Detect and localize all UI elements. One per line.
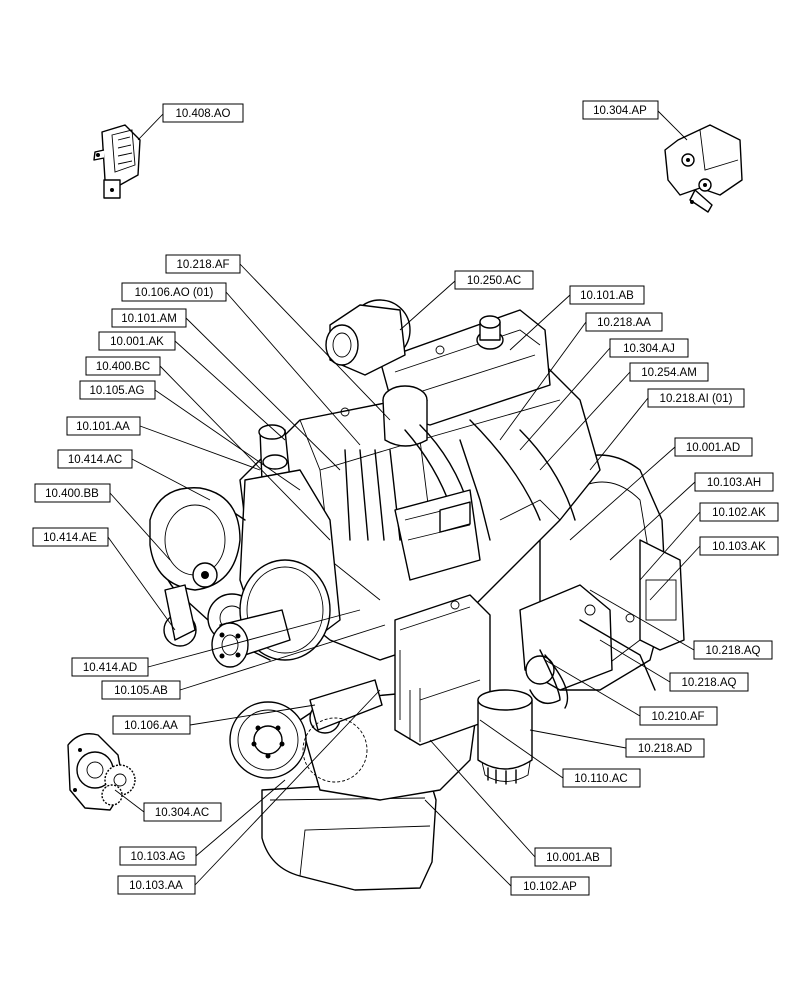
svg-text:10.210.AF: 10.210.AF [651,711,704,723]
callout-label: 10.408.AO [162,103,244,123]
callout-label: 10.218.AI (01) [647,388,745,408]
callout-label: 10.304.AP [582,100,659,120]
callout-label: 10.414.AD [71,657,149,677]
svg-text:10.218.AQ: 10.218.AQ [706,645,761,657]
svg-text:10.414.AD: 10.414.AD [83,662,137,674]
svg-text:10.105.AB: 10.105.AB [114,685,168,697]
callout-label: 10.218.AF [165,254,241,274]
svg-text:10.001.AD: 10.001.AD [686,442,740,454]
svg-text:10.218.AQ: 10.218.AQ [682,677,737,689]
callout-label: 10.001.AB [534,847,612,867]
svg-text:10.001.AB: 10.001.AB [546,852,600,864]
callout-label: 10.400.BB [34,483,111,503]
sensor-detail [93,124,141,199]
callout-label: 10.101.AA [66,416,141,436]
svg-text:10.102.AP: 10.102.AP [523,881,577,893]
callout-labels: 10.408.AO 10.304.AP 10.218.AF 10.250.AC … [32,100,779,896]
svg-text:10.304.AC: 10.304.AC [155,807,209,819]
callout-label: 10.105.AG [79,380,156,400]
svg-text:10.414.AE: 10.414.AE [43,532,97,544]
callout-label: 10.110.AC [562,768,641,788]
svg-text:10.101.AB: 10.101.AB [580,290,634,302]
svg-text:10.103.AH: 10.103.AH [707,477,761,489]
svg-text:10.218.AI (01): 10.218.AI (01) [660,393,733,405]
callout-label: 10.103.AA [117,875,196,895]
callout-label: 10.103.AG [119,846,197,866]
callout-label: 10.001.AK [98,331,176,351]
svg-text:10.105.AG: 10.105.AG [90,385,145,397]
svg-text:10.218.AF: 10.218.AF [176,259,229,271]
svg-text:10.254.AM: 10.254.AM [641,367,697,379]
callout-label: 10.103.AH [694,472,774,492]
callout-label: 10.001.AD [674,437,753,457]
svg-text:10.001.AK: 10.001.AK [110,336,164,348]
svg-text:10.110.AC: 10.110.AC [574,773,628,785]
svg-text:10.218.AA: 10.218.AA [597,317,651,329]
svg-text:10.102.AK: 10.102.AK [712,507,766,519]
callout-label: 10.414.AE [32,527,109,547]
callout-label: 10.254.AM [629,362,709,382]
bracket-detail [664,124,743,213]
svg-text:10.106.AA: 10.106.AA [124,720,178,732]
callout-label: 10.103.AK [699,536,779,556]
callout-label: 10.414.AC [57,449,133,469]
svg-text:10.103.AA: 10.103.AA [129,880,183,892]
callout-label: 10.218.AD [625,738,705,758]
callout-label: 10.218.AQ [669,672,749,692]
svg-text:10.103.AK: 10.103.AK [712,541,766,553]
callout-label: 10.106.AO (01) [121,282,227,302]
callout-label: 10.218.AQ [693,640,773,660]
callout-label: 10.400.BC [85,356,161,376]
svg-text:10.400.BB: 10.400.BB [45,488,99,500]
svg-text:10.414.AC: 10.414.AC [68,454,122,466]
svg-text:10.103.AG: 10.103.AG [131,851,186,863]
callout-label: 10.101.AM [111,308,187,328]
engine-illustration [149,299,685,891]
callout-label: 10.102.AK [699,502,779,522]
oil-pump-detail [67,733,136,811]
svg-text:10.106.AO (01): 10.106.AO (01) [135,287,214,299]
callout-label: 10.105.AB [101,680,181,700]
leader-lines [107,110,701,887]
svg-text:10.101.AM: 10.101.AM [121,313,177,325]
callout-label: 10.106.AA [112,715,191,735]
callout-label: 10.304.AJ [609,338,689,358]
svg-text:10.408.AO: 10.408.AO [176,108,231,120]
svg-text:10.218.AD: 10.218.AD [638,743,692,755]
callout-label: 10.218.AA [585,312,663,332]
svg-text:10.101.AA: 10.101.AA [76,421,130,433]
svg-text:10.304.AP: 10.304.AP [593,105,647,117]
svg-text:10.250.AC: 10.250.AC [467,275,521,287]
callout-label: 10.101.AB [569,285,645,305]
callout-label: 10.304.AC [143,802,222,822]
svg-text:10.400.BC: 10.400.BC [96,361,150,373]
svg-text:10.304.AJ: 10.304.AJ [623,343,675,355]
callout-label: 10.210.AF [639,706,718,726]
callout-label: 10.102.AP [510,876,590,896]
callout-label: 10.250.AC [454,270,534,290]
